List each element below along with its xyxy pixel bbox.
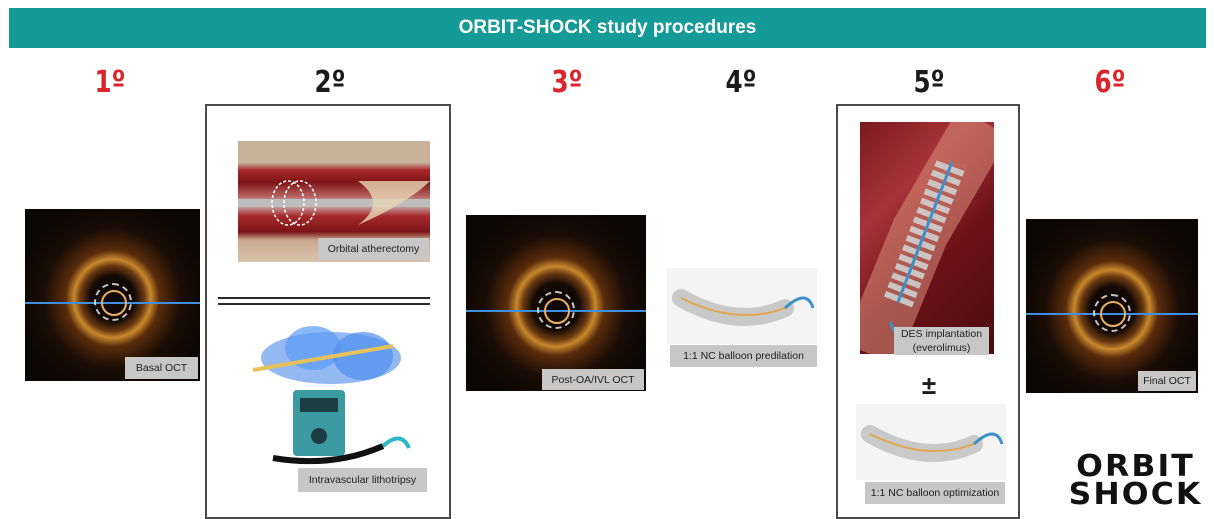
nc-balloon-optimization-image (856, 404, 1006, 480)
step-2-number: 2º (305, 66, 354, 100)
step-5-number: 5º (904, 66, 953, 100)
orbital-atherectomy-caption: Orbital atherectomy (318, 238, 429, 260)
nc-balloon-predilation-caption: 1:1 NC balloon predilation (670, 345, 817, 367)
final-oct-caption: Final OCT (1138, 371, 1196, 391)
des-implantation-image (860, 122, 994, 354)
step-1-number: 1º (85, 66, 134, 100)
post-oa-ivl-oct-caption: Post-OA/IVL OCT (542, 369, 644, 390)
divider-line (218, 303, 430, 305)
basal-oct-caption: Basal OCT (125, 357, 198, 379)
intravascular-lithotripsy-caption: Intravascular lithotripsy (298, 468, 427, 492)
plus-minus-connector: ± (914, 370, 944, 401)
orbit-shock-logo: ORBIT SHOCK (1063, 453, 1208, 517)
basal-oct-image (25, 209, 200, 381)
des-implantation-caption: DES implantation (everolimus) (894, 327, 989, 355)
divider-line (218, 297, 430, 299)
nc-balloon-optimization-caption: 1:1 NC balloon optimization (865, 482, 1005, 504)
nc-balloon-predilation-image (667, 268, 817, 344)
step-6-number: 6º (1085, 66, 1134, 100)
page-title: ORBIT-SHOCK study procedures (9, 8, 1206, 48)
post-oa-ivl-oct-image (466, 215, 646, 391)
final-oct-image (1026, 219, 1198, 393)
logo-line-2: SHOCK (1059, 481, 1211, 509)
step-4-number: 4º (716, 66, 765, 100)
step-3-number: 3º (542, 66, 591, 100)
